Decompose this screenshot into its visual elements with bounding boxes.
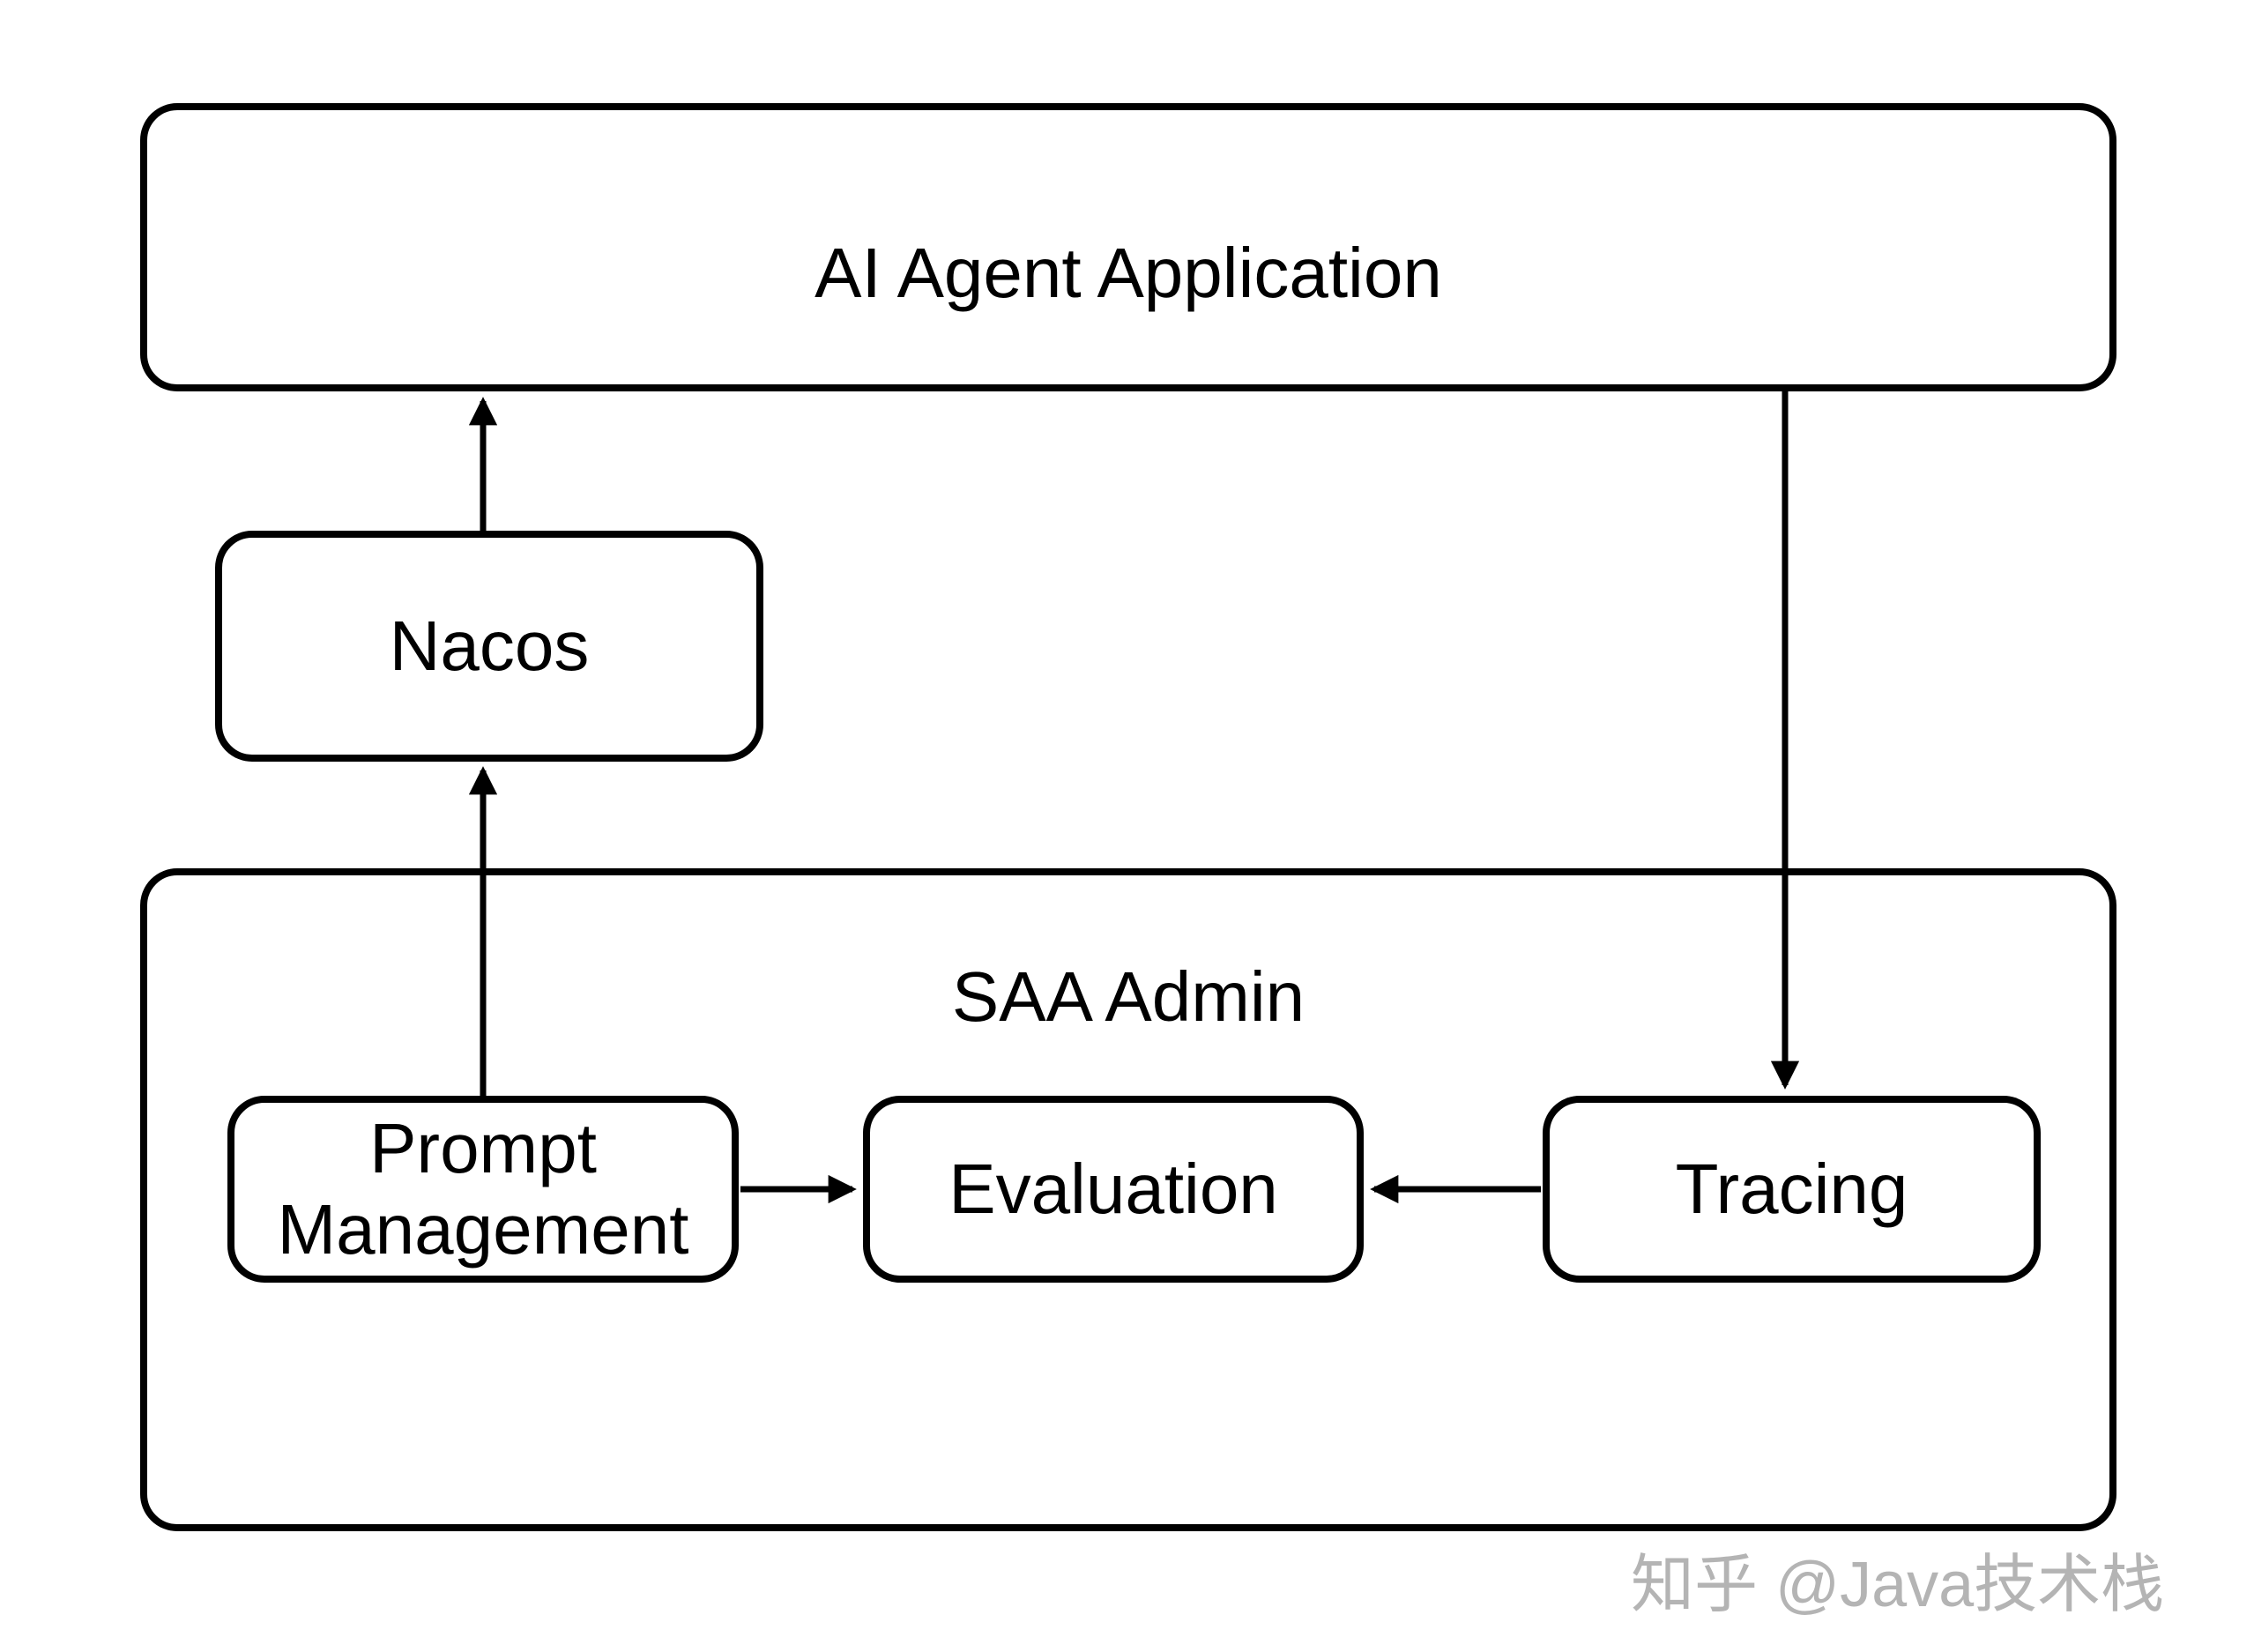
node-tracing-label: Tracing [1675, 1150, 1908, 1228]
watermark: 知乎 @Java技术栈 [1631, 1550, 2165, 1620]
node-ai-agent-application-label: AI Agent Application [815, 233, 1442, 312]
node-saa-admin-label: SAA Admin [951, 957, 1306, 1036]
node-prompt-management-label: Prompt Management [277, 1109, 689, 1269]
node-nacos-label: Nacos [389, 606, 590, 685]
node-evaluation: Evaluation [863, 1096, 1364, 1283]
node-evaluation-label: Evaluation [948, 1150, 1278, 1228]
node-tracing: Tracing [1543, 1096, 2041, 1283]
node-nacos: Nacos [215, 531, 763, 762]
node-prompt-management: Prompt Management [227, 1096, 739, 1283]
node-ai-agent-application: AI Agent Application [140, 103, 2116, 391]
